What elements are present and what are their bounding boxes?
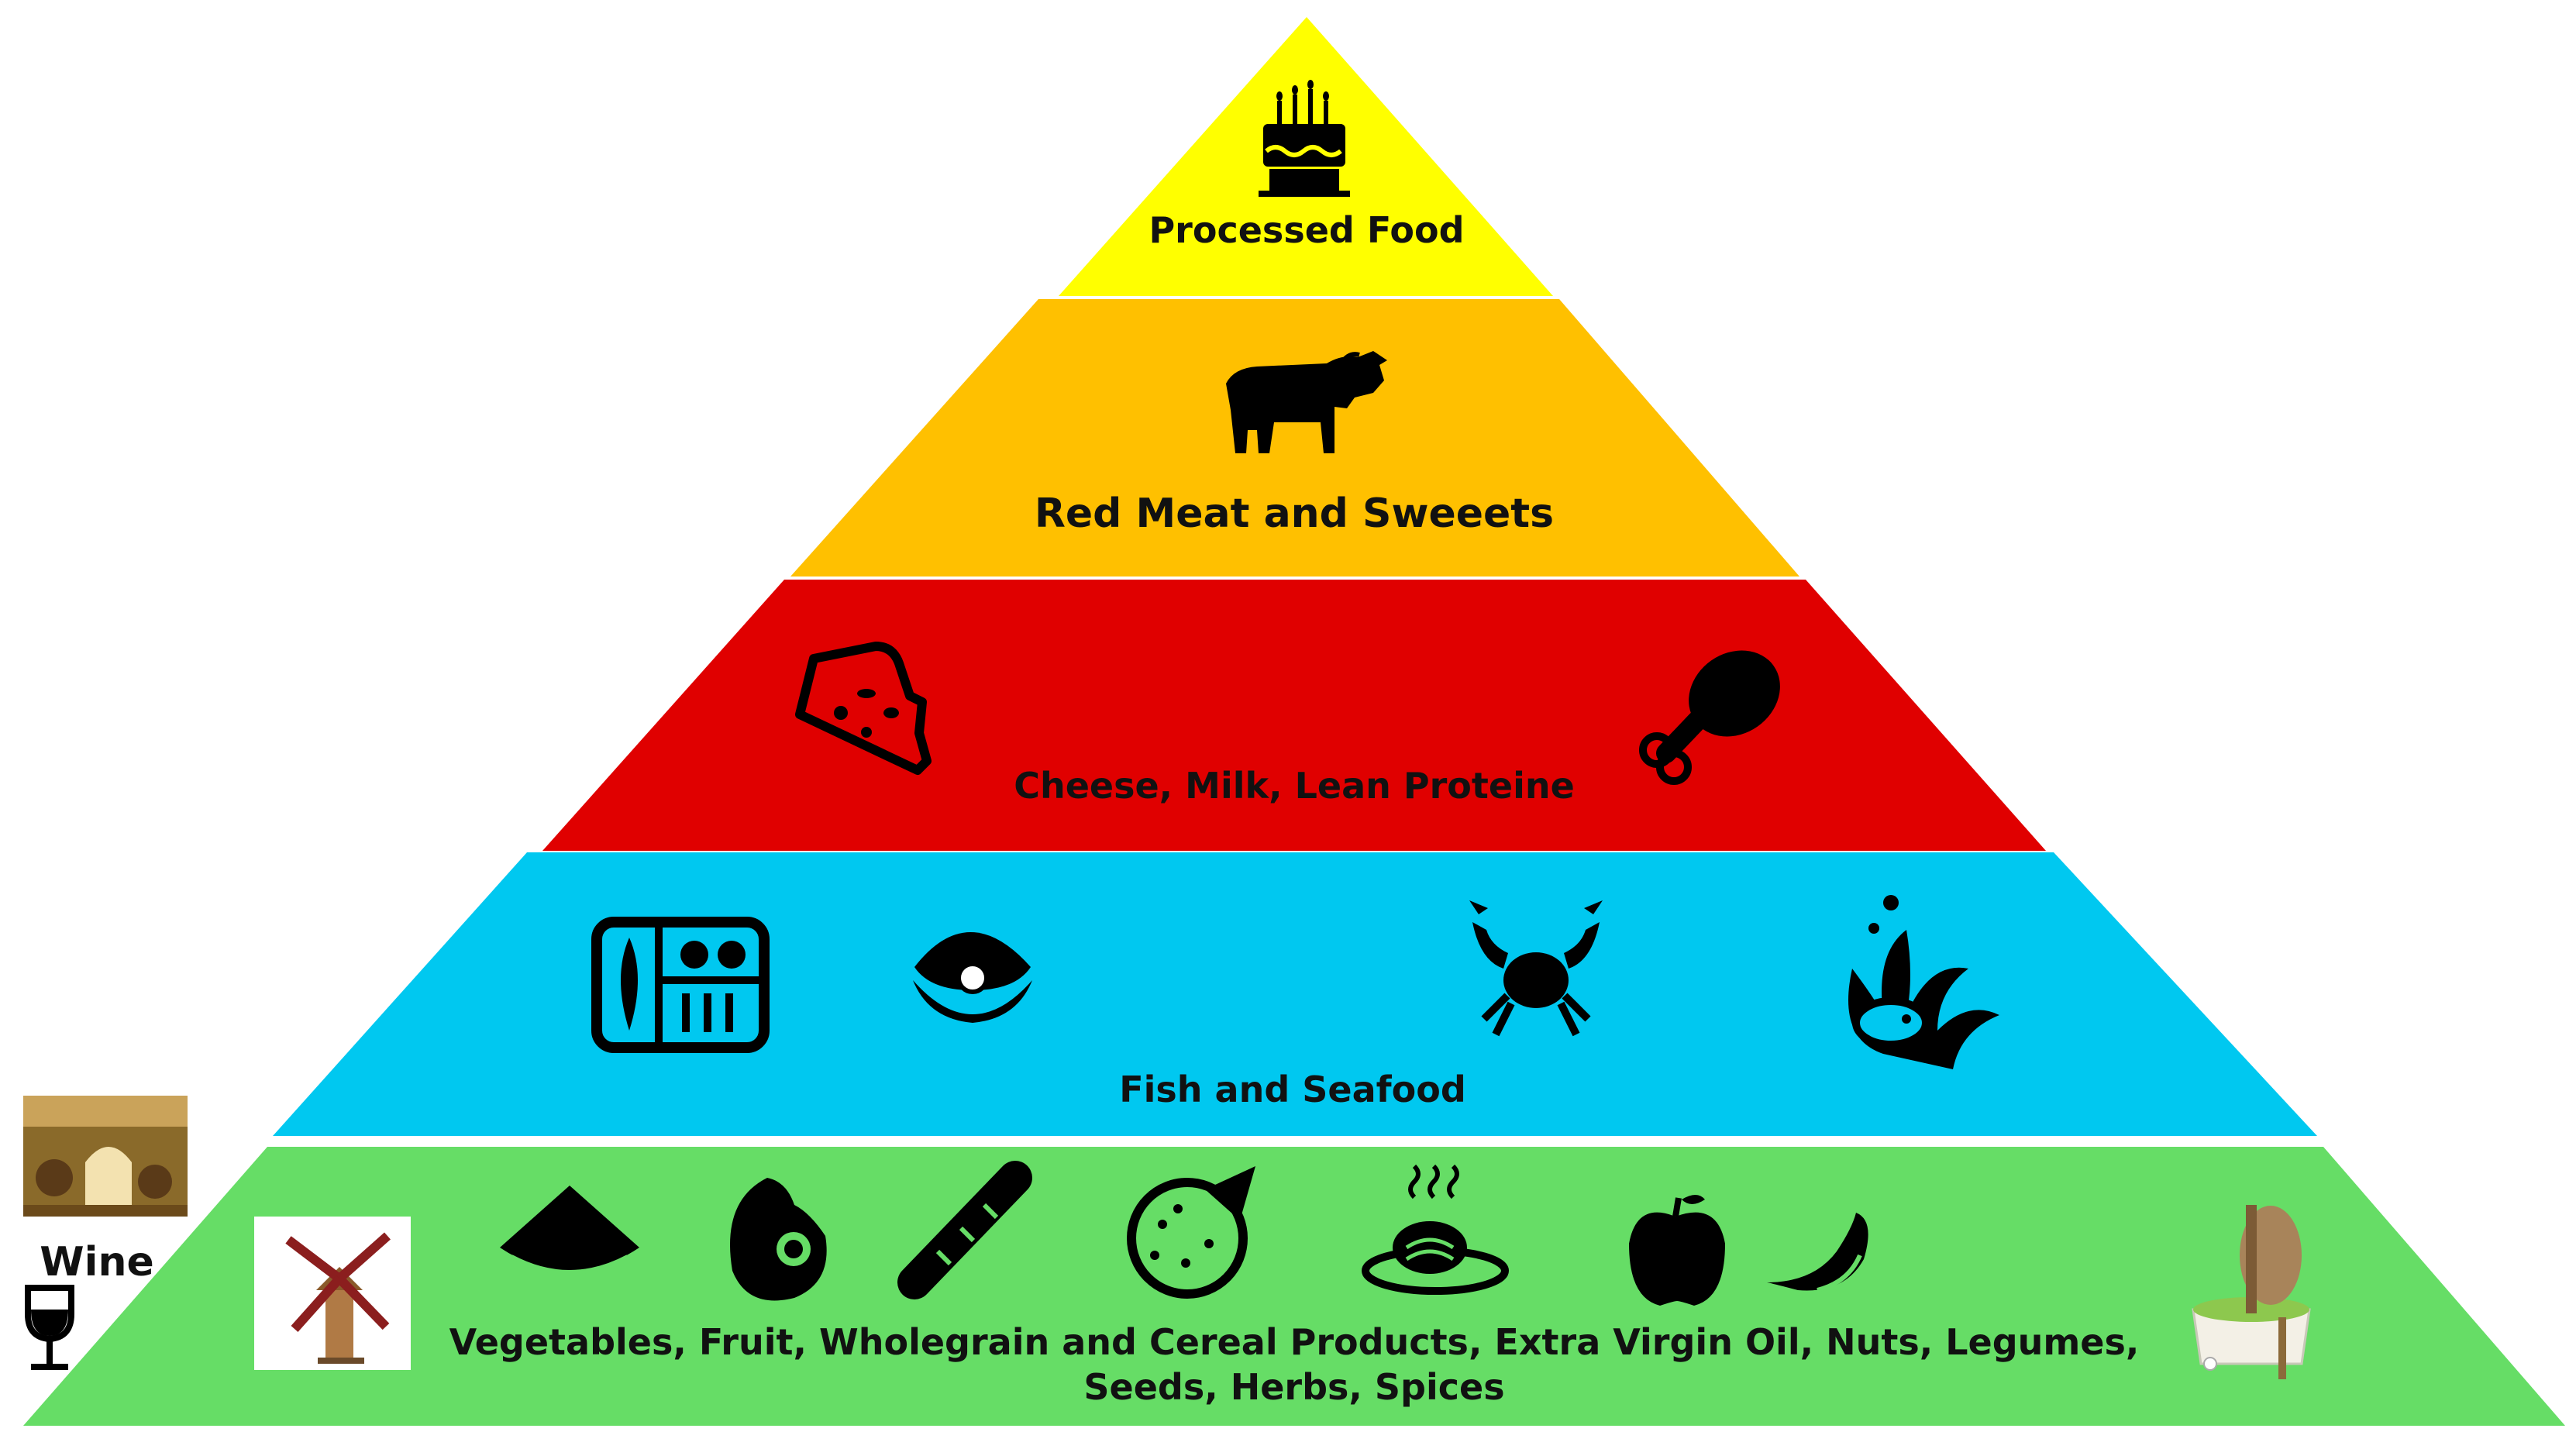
tier-fish-seafood: Fish and Seafood (273, 852, 2317, 1136)
windmill-image (254, 1217, 411, 1370)
tier-cheese-milk-protein-label: Cheese, Milk, Lean Proteine (1014, 765, 1575, 807)
cow-icon (1226, 351, 1387, 453)
cheese-icon (795, 642, 932, 775)
tier-cheese-milk-protein-band (542, 580, 2046, 851)
fish-tray-icon (591, 917, 770, 1053)
wine-cellar-image (23, 1096, 188, 1217)
tier-plant-base-label-line2: Seeds, Herbs, Spices (1083, 1366, 1504, 1408)
tier-red-meat-sweets: Red Meat and Sweeets (790, 299, 1799, 577)
banana-icon (1767, 1213, 1868, 1292)
tier-plant-base-label-line1: Vegetables, Fruit, Wholegrain and Cereal… (449, 1321, 2140, 1363)
tier-cheese-milk-protein: Cheese, Milk, Lean Proteine (542, 580, 2046, 851)
tier-processed-food-label: Processed Food (1149, 209, 1464, 251)
baguette-icon (897, 1161, 1032, 1299)
apple-icon (1629, 1195, 1725, 1306)
wine-glass-icon (25, 1285, 74, 1370)
chicken-leg-icon (1639, 650, 1780, 785)
fish-coral-icon (1848, 895, 1999, 1069)
wine-section: Wine (23, 1096, 188, 1370)
cake-icon (1259, 80, 1350, 197)
pizza-icon (1127, 1166, 1255, 1299)
avocado-icon (730, 1178, 827, 1301)
crab-icon (1469, 900, 1603, 1037)
wine-label: Wine (40, 1239, 153, 1286)
tier-fish-seafood-band (273, 852, 2317, 1136)
olive-press-image (2192, 1205, 2311, 1379)
tier-plant-base: Vegetables, Fruit, Wholegrain and Cereal… (23, 1147, 2565, 1426)
tier-plant-base-band (23, 1147, 2565, 1426)
pasta-icon (1362, 1164, 1509, 1295)
oyster-pearl-icon (913, 932, 1032, 1023)
tier-fish-seafood-label: Fish and Seafood (1119, 1069, 1466, 1110)
watermelon-icon (500, 1186, 639, 1275)
tier-red-meat-sweets-band (790, 299, 1799, 577)
tier-processed-food: Processed Food (1059, 17, 1553, 296)
tier-red-meat-sweets-label: Red Meat and Sweeets (1035, 490, 1554, 537)
